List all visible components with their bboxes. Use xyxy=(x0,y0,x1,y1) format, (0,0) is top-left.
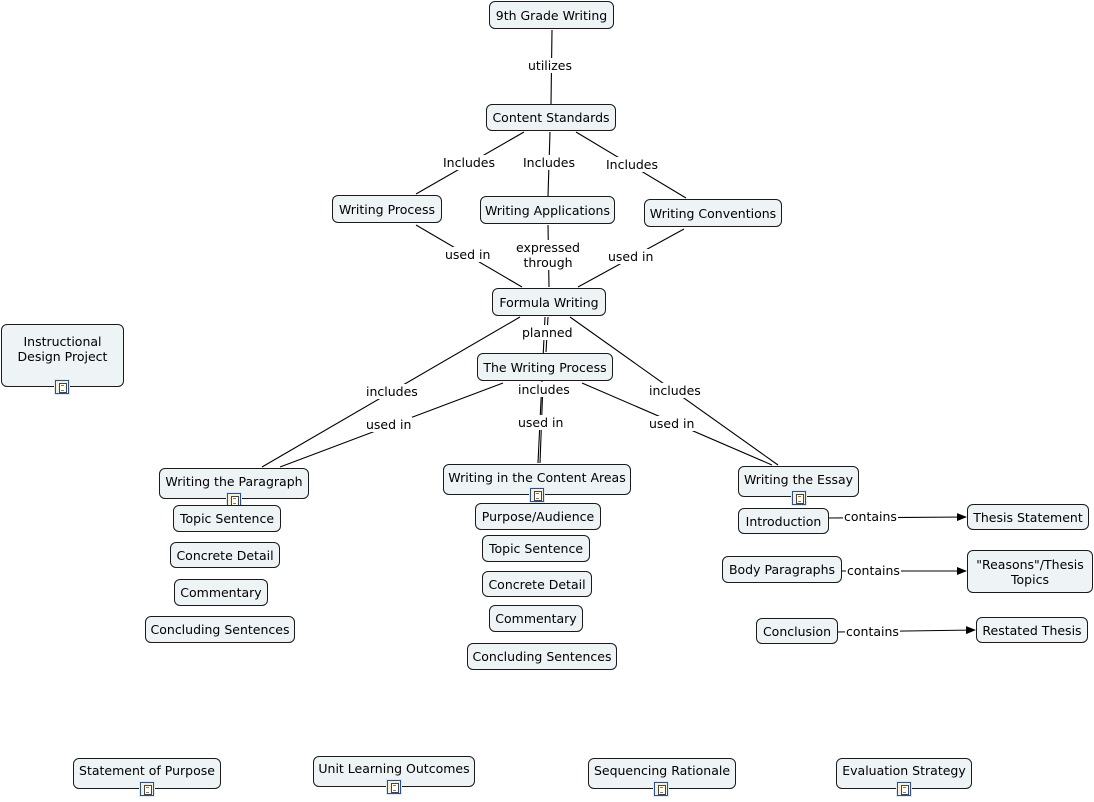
node-content-standards[interactable]: Content Standards xyxy=(486,104,616,131)
node-label: Topic Sentence xyxy=(179,511,275,526)
node-conclusion[interactable]: Conclusion xyxy=(756,618,838,644)
node-paragraph-commentary[interactable]: Commentary xyxy=(174,579,268,606)
node-label: Unit Learning Outcomes xyxy=(318,761,470,776)
document-resource-icon[interactable] xyxy=(140,782,154,796)
node-formula-writing[interactable]: Formula Writing xyxy=(492,288,606,316)
node-label: Writing Applications xyxy=(485,202,610,218)
link-label-expressed-through: expressed through xyxy=(514,240,582,270)
node-label: Concluding Sentences xyxy=(472,649,612,664)
link-label-used-in: used in xyxy=(444,247,492,262)
node-paragraph-concrete-detail[interactable]: Concrete Detail xyxy=(170,542,280,568)
node-label: Purpose/Audience xyxy=(481,509,595,524)
node-the-writing-process[interactable]: The Writing Process xyxy=(477,353,613,381)
node-writing-process[interactable]: Writing Process xyxy=(332,195,442,223)
node-body-paragraphs[interactable]: Body Paragraphs xyxy=(722,556,842,583)
node-content-concrete-detail[interactable]: Concrete Detail xyxy=(482,571,592,597)
node-label: Statement of Purpose xyxy=(79,763,215,778)
node-label: Conclusion xyxy=(762,623,832,639)
node-label: 9th Grade Writing xyxy=(495,7,608,23)
node-thesis-statement[interactable]: Thesis Statement xyxy=(967,504,1089,530)
link-label-includes: includes xyxy=(517,382,571,397)
link-label-used-in: used in xyxy=(365,417,413,432)
link-label-utilizes: utilizes xyxy=(527,58,574,73)
node-writing-applications[interactable]: Writing Applications xyxy=(480,196,615,224)
node-label: Content Standards xyxy=(492,110,610,125)
node-introduction[interactable]: Introduction xyxy=(738,508,829,534)
node-restated-thesis[interactable]: Restated Thesis xyxy=(976,617,1088,643)
node-label: The Writing Process xyxy=(483,359,607,375)
node-label: Instructional Design Project xyxy=(17,333,108,364)
node-label: Writing the Essay xyxy=(743,472,854,487)
node-writing-conventions[interactable]: Writing Conventions xyxy=(644,199,782,227)
node-content-commentary[interactable]: Commentary xyxy=(489,605,583,632)
node-label: Topic Sentence xyxy=(488,541,584,556)
document-resource-icon[interactable] xyxy=(897,782,911,796)
link-label-includes: Includes xyxy=(522,155,577,170)
link-label-contains: contains xyxy=(846,563,901,578)
node-purpose-audience[interactable]: Purpose/Audience xyxy=(475,503,601,530)
document-resource-icon[interactable] xyxy=(387,780,401,794)
document-resource-icon[interactable] xyxy=(227,493,241,507)
link-label-used-in: used in xyxy=(517,415,565,430)
node-label: Concrete Detail xyxy=(488,576,586,592)
node-label: Formula Writing xyxy=(499,294,599,310)
node-label: Commentary xyxy=(180,585,262,600)
document-resource-icon[interactable] xyxy=(55,380,69,394)
node-reasons-thesis-topics[interactable]: "Reasons"/Thesis Topics xyxy=(967,550,1093,593)
node-label: Body Paragraphs xyxy=(728,562,836,577)
node-instructional-design-project[interactable]: Instructional Design Project xyxy=(1,324,124,387)
node-label: Evaluation Strategy xyxy=(842,763,966,778)
link-label-contains: contains xyxy=(845,624,900,639)
node-label: "Reasons"/Thesis Topics xyxy=(976,556,1084,587)
node-paragraph-concluding-sentences[interactable]: Concluding Sentences xyxy=(145,616,295,643)
node-label: Sequencing Rationale xyxy=(593,763,731,778)
node-9th-grade-writing[interactable]: 9th Grade Writing xyxy=(489,1,614,29)
link-label-includes: Includes xyxy=(605,157,660,172)
node-label: Thesis Statement xyxy=(973,509,1083,525)
document-resource-icon[interactable] xyxy=(792,491,806,505)
node-label: Introduction xyxy=(745,513,822,529)
link-label-used-in: used in xyxy=(607,249,655,264)
link-label-used-in: used in xyxy=(648,416,696,431)
link-label-planned: planned xyxy=(521,325,574,340)
node-content-concluding-sentences[interactable]: Concluding Sentences xyxy=(467,643,617,670)
node-label: Writing Process xyxy=(338,201,436,217)
link-label-includes: Includes xyxy=(442,155,497,170)
node-label: Writing Conventions xyxy=(649,205,777,221)
node-writing-the-essay[interactable]: Writing the Essay xyxy=(738,466,859,497)
node-label: Restated Thesis xyxy=(982,622,1082,638)
link-label-includes: includes xyxy=(365,384,419,399)
link-label-contains: contains xyxy=(843,509,898,524)
node-label: Writing in the Content Areas xyxy=(448,470,626,485)
document-resource-icon[interactable] xyxy=(654,782,668,796)
node-label: Writing the Paragraph xyxy=(165,474,303,489)
node-content-topic-sentence[interactable]: Topic Sentence xyxy=(482,535,590,562)
link-label-includes: includes xyxy=(648,383,702,398)
node-label: Commentary xyxy=(495,611,577,626)
node-label: Concrete Detail xyxy=(176,547,274,563)
document-resource-icon[interactable] xyxy=(530,488,544,502)
node-paragraph-topic-sentence[interactable]: Topic Sentence xyxy=(173,505,281,532)
node-label: Concluding Sentences xyxy=(150,622,290,637)
